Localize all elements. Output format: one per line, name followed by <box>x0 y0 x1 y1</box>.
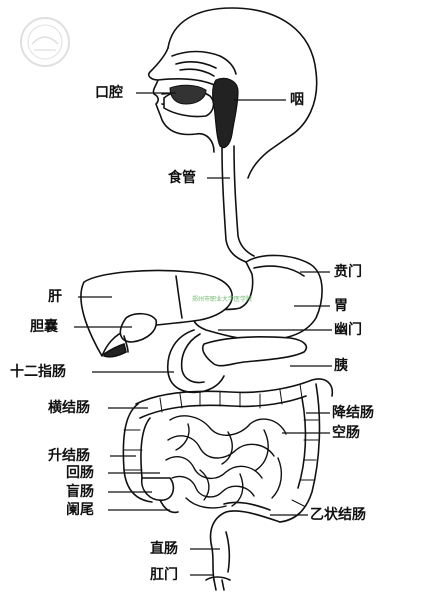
sigmoid-colon-shape <box>209 510 281 581</box>
university-seal-icon <box>20 17 70 67</box>
label-pharynx: 咽 <box>290 92 304 108</box>
label-cardia: 贲门 <box>334 264 362 280</box>
label-esophagus: 食管 <box>168 170 196 186</box>
label-descending-colon: 降结肠 <box>332 405 374 421</box>
duodenum-shape <box>167 329 225 394</box>
label-pylorus: 幽门 <box>334 322 362 338</box>
label-stomach: 胃 <box>334 298 348 314</box>
esophagus-shape <box>221 147 247 263</box>
colon-haustra <box>123 383 319 507</box>
label-ascending-colon: 升结肠 <box>48 448 90 464</box>
label-duodenum: 十二指肠 <box>10 364 66 380</box>
cecum-shape <box>140 477 175 501</box>
label-mouth: 口腔 <box>95 85 123 101</box>
pancreas-shape <box>201 336 308 367</box>
label-cecum: 盲肠 <box>66 484 94 500</box>
face-profile <box>147 47 215 153</box>
head-outline <box>167 7 318 179</box>
label-liver: 肝 <box>48 289 62 305</box>
label-rectum: 直肠 <box>150 541 178 557</box>
watermark-text: 郑州市职业大学医学院 <box>192 296 253 303</box>
liver-shape <box>80 269 233 357</box>
label-transverse-colon: 横结肠 <box>48 400 90 416</box>
leader-lines <box>74 92 332 576</box>
rectum-shape <box>225 531 231 573</box>
label-sigmoid-colon: 乙状结肠 <box>310 507 366 523</box>
label-gallbladder: 胆囊 <box>30 319 58 335</box>
pharynx-shape <box>212 77 239 149</box>
anus-shape <box>205 576 231 591</box>
label-pancreas: 胰 <box>334 358 348 374</box>
label-anus: 肛门 <box>150 567 178 583</box>
transverse-colon-shape <box>135 378 334 405</box>
gallbladder-shape <box>119 312 157 343</box>
label-ileum: 回肠 <box>66 465 94 481</box>
descending-colon-shape <box>279 383 321 523</box>
small-intestine-coils <box>165 415 287 509</box>
label-appendix: 阑尾 <box>66 502 94 518</box>
label-jejunum: 空肠 <box>332 425 360 441</box>
